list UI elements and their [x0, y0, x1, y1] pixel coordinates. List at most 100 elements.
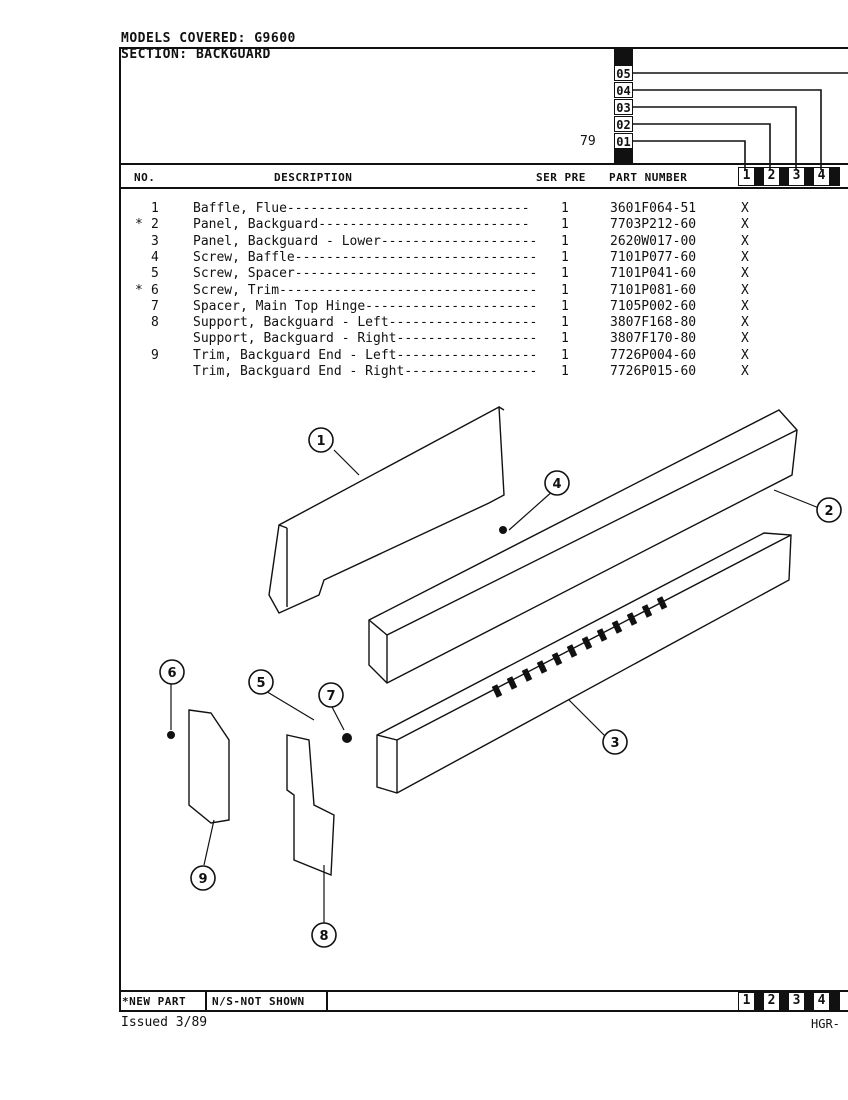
part-model-mark: X — [741, 233, 749, 249]
footer-model-box-1-fill — [755, 992, 763, 1011]
part-model-mark: X — [741, 282, 749, 298]
part-number-index: 2 — [151, 217, 159, 233]
part-model-mark: X — [741, 201, 749, 216]
col-part-number: PART NUMBER — [609, 171, 688, 184]
footer-model-box-4-fill — [830, 992, 840, 1011]
part-quantity: 1 — [561, 233, 569, 249]
part-model-mark: X — [741, 347, 749, 363]
model-box-3: 3 — [788, 167, 805, 186]
parts-sheet-frame — [119, 47, 848, 1012]
part-number: 7101P041-60 — [610, 266, 697, 282]
part-mark: * — [135, 217, 143, 233]
model-box-1-fill — [755, 167, 763, 186]
col-ser-pre: SER PRE — [536, 171, 586, 184]
part-number: 7101P077-60 — [610, 249, 697, 265]
footer-rule-bottom — [119, 1010, 848, 1012]
trim-end-drawing — [188, 709, 230, 824]
part-description: Panel, Backguard - Lower----------------… — [193, 233, 538, 249]
part-number-index: 3 — [151, 233, 159, 249]
part-quantity: 1 — [561, 266, 569, 282]
baffle-flue-drawing — [268, 405, 505, 614]
part-description: Screw, Spacer---------------------------… — [193, 266, 538, 282]
part-description: Trim, Backguard End - Right-------------… — [193, 364, 538, 379]
footer-rule-top — [119, 990, 848, 992]
model-box-3-fill — [805, 167, 813, 186]
footer-model-box-1: 1 — [738, 992, 755, 1011]
callout-4: 4 — [552, 477, 561, 492]
footer-model-box-2-fill — [780, 992, 788, 1011]
callout-5: 5 — [256, 676, 265, 691]
part-description: Support, Backguard - Right--------------… — [193, 331, 538, 347]
part-description: Screw, Trim-----------------------------… — [193, 282, 538, 298]
part-model-mark: X — [741, 364, 749, 379]
footer-new-part: *NEW PART — [122, 995, 187, 1008]
part-number: 7105P002-60 — [610, 298, 697, 314]
footer-model-box-4: 4 — [813, 992, 830, 1011]
col-description: DESCRIPTION — [274, 171, 353, 184]
footer-divider-1 — [205, 990, 207, 1012]
part-number-index: 9 — [151, 347, 159, 363]
part-quantity: 1 — [561, 282, 569, 298]
footer-not-shown: N/S-NOT SHOWN — [212, 995, 305, 1008]
callout-3: 3 — [610, 736, 619, 751]
panel-backguard-drawing — [368, 409, 798, 684]
serial-bar-top — [614, 49, 633, 65]
serial-code-04: 04 — [614, 82, 633, 98]
part-quantity: 1 — [561, 249, 569, 265]
part-number: 3807F168-80 — [610, 315, 697, 331]
models-covered: MODELS COVERED: G9600 — [121, 31, 296, 46]
model-box-1: 1 — [738, 167, 755, 186]
callout-7: 7 — [326, 689, 335, 704]
part-number: 7703P212-60 — [610, 217, 697, 233]
part-description: Panel, Backguard------------------------… — [193, 217, 530, 233]
part-quantity: 1 — [561, 364, 569, 379]
serial-bar-bottom — [614, 149, 633, 163]
part-description: Baffle, Flue----------------------------… — [193, 201, 530, 216]
part-number-index: 8 — [151, 315, 159, 331]
section-title: SECTION: BACKGUARD — [121, 47, 271, 62]
part-number-index: 5 — [151, 266, 159, 282]
callout-8: 8 — [319, 929, 328, 944]
part-mark: * — [135, 282, 143, 298]
part-number: 7101P081-60 — [610, 282, 697, 298]
year-prefix: 79 — [580, 134, 596, 149]
model-box-4-fill — [830, 167, 840, 186]
callout-2: 2 — [824, 504, 833, 519]
issued-date: Issued 3/89 — [121, 1015, 208, 1030]
part-quantity: 1 — [561, 217, 569, 233]
callout-9: 9 — [198, 872, 207, 887]
serial-code-01: 01 — [614, 133, 633, 149]
serial-code-02: 02 — [614, 116, 633, 132]
part-quantity: 1 — [561, 347, 569, 363]
part-number: 7726P004-60 — [610, 347, 697, 363]
callout-1: 1 — [316, 434, 325, 449]
footer-model-box-2: 2 — [763, 992, 780, 1011]
serial-ladder-lines — [633, 72, 848, 170]
callout-6: 6 — [167, 666, 176, 681]
part-model-mark: X — [741, 217, 749, 233]
part-description: Spacer, Main Top Hinge------------------… — [193, 298, 538, 314]
support-drawing — [286, 734, 335, 877]
part-number: 7726P015-60 — [610, 364, 697, 379]
part-quantity: 1 — [561, 298, 569, 314]
page-ref: HGR- — [811, 1017, 840, 1031]
model-box-2: 2 — [763, 167, 780, 186]
serial-code-03: 03 — [614, 99, 633, 115]
serial-code-05: 05 — [614, 65, 633, 81]
header-rule-top — [119, 163, 848, 165]
part-number: 2620W017-00 — [610, 233, 697, 249]
part-number: 3807F170-80 — [610, 331, 697, 347]
panel-lower-drawing — [376, 532, 792, 794]
col-no: NO. — [134, 171, 156, 184]
exploded-diagram: 1 2 3 4 5 6 7 8 9 — [159, 405, 842, 948]
part-model-mark: X — [741, 298, 749, 314]
footer-divider-2 — [326, 990, 328, 1012]
part-number-index: 1 — [151, 201, 159, 216]
part-number-index: 7 — [151, 298, 159, 314]
part-number-index: 6 — [151, 282, 159, 298]
model-box-2-fill — [780, 167, 788, 186]
part-quantity: 1 — [561, 201, 569, 216]
part-description: Screw, Baffle---------------------------… — [193, 249, 538, 265]
part-description: Support, Backguard - Left---------------… — [193, 315, 538, 331]
footer-model-box-3: 3 — [788, 992, 805, 1011]
